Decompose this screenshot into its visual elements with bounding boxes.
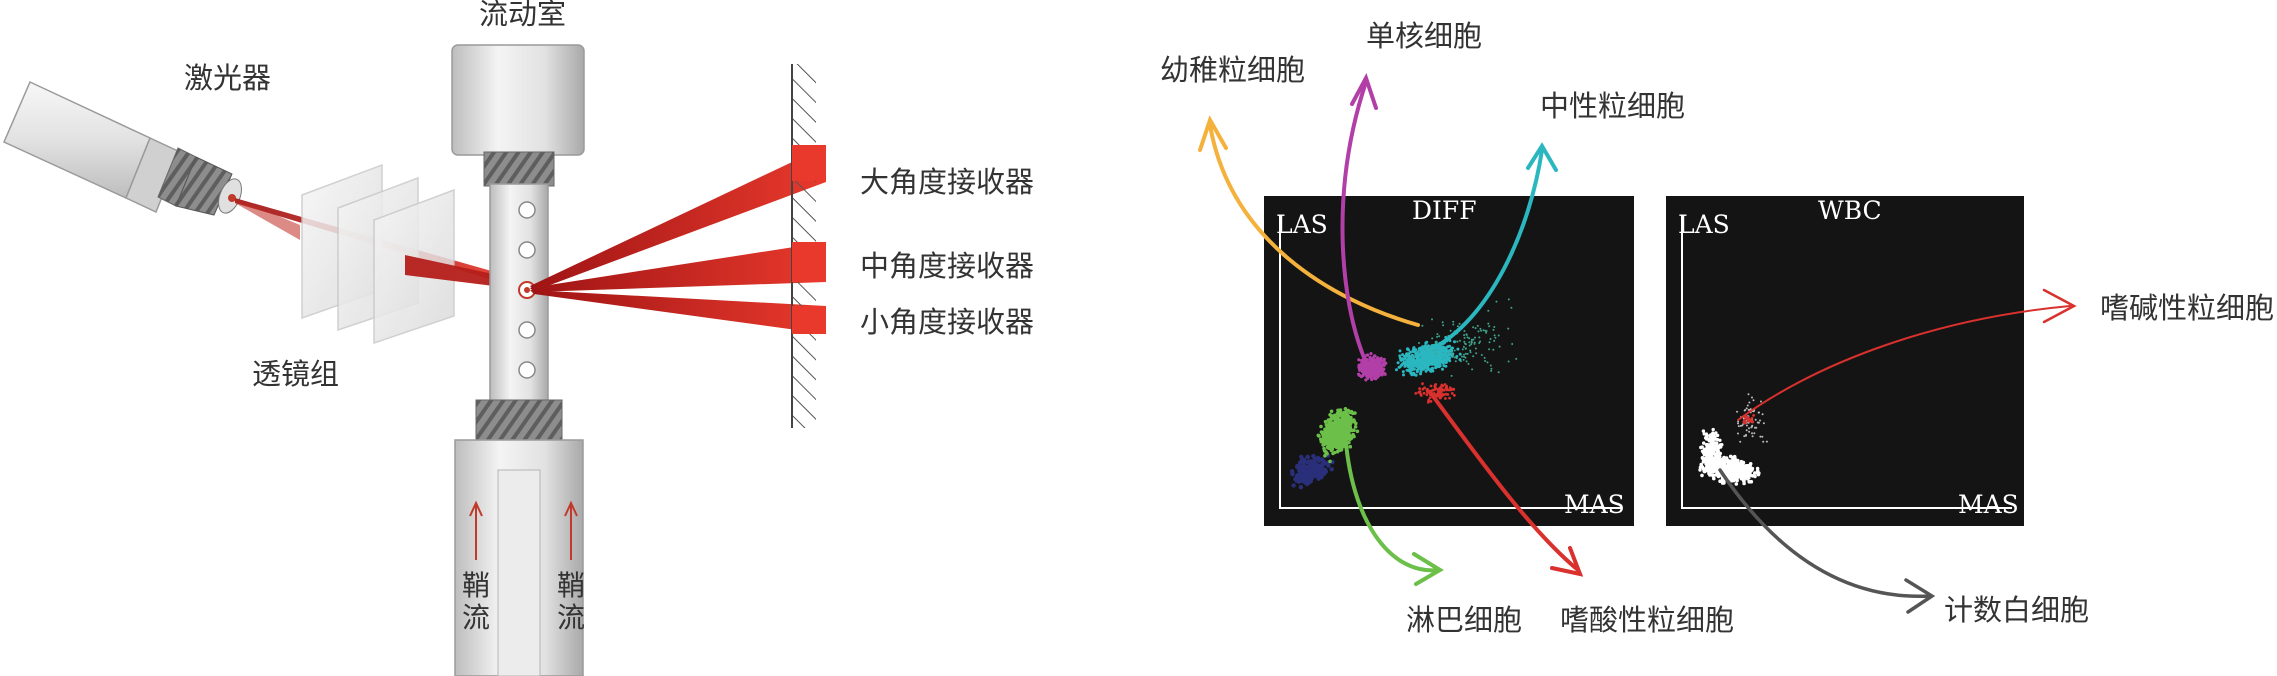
immature-granulocyte-label: 幼稚粒细胞: [1160, 53, 1306, 87]
laser-device: [3, 80, 242, 216]
sheath-flow-label-right: 鞘流: [556, 569, 585, 635]
eosinophil-label: 嗜酸性粒细胞: [1560, 603, 1735, 637]
basophil-arrow: [1737, 305, 2071, 421]
sheath-flow-arrows: [469, 500, 578, 560]
neutrophil-label: 中性粒细胞: [1540, 89, 1686, 123]
flow-chamber-label: 流动室: [479, 0, 567, 31]
wbc-count-arrow: [1718, 468, 1932, 598]
lymphocyte-arrow: [1343, 428, 1440, 573]
wbc-plot-x-axis: MAS: [1958, 490, 2019, 519]
diff-scattergram: [1264, 196, 1634, 526]
wbc-scattergram: [1666, 196, 2024, 526]
sheath-flow-label-left: 鞘流: [461, 569, 490, 635]
lens-group: [301, 163, 455, 345]
small-angle-receiver-label: 小角度接收器: [860, 305, 1035, 339]
diff-plot-y-axis: LAS: [1276, 210, 1328, 239]
lens-group-label: 透镜组: [252, 357, 340, 391]
monocyte-label: 单核细胞: [1366, 19, 1483, 53]
lymphocyte-label: 淋巴细胞: [1406, 603, 1523, 637]
laser-label: 激光器: [184, 61, 272, 95]
wbc-plot-y-axis: LAS: [1678, 210, 1730, 239]
scatter-beams: [530, 146, 826, 334]
monocyte-arrow: [1340, 80, 1368, 362]
medium-angle-receiver-label: 中角度接收器: [860, 249, 1035, 283]
wbc-count-label: 计数白细胞: [1944, 593, 2090, 627]
neutrophil-arrow: [1428, 148, 1544, 352]
cell-arrows: [1198, 72, 2077, 614]
basophil-label: 嗜碱性粒细胞: [2100, 291, 2275, 325]
eosinophil-arrow: [1428, 390, 1580, 572]
immature-granulocyte-arrow: [1208, 123, 1420, 327]
diff-plot-title: DIFF: [1412, 196, 1477, 225]
receiver-wall: [791, 64, 826, 428]
diff-plot-x-axis: MAS: [1564, 490, 1625, 519]
wbc-plot-title: WBC: [1818, 196, 1882, 225]
large-angle-receiver-label: 大角度接收器: [860, 165, 1035, 199]
